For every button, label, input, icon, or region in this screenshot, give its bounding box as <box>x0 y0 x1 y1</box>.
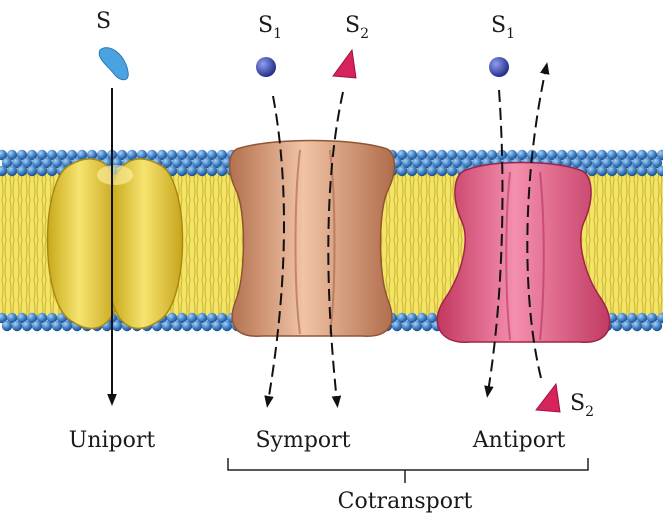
label-s-uniport: S <box>96 9 111 34</box>
lipid-head <box>177 166 187 176</box>
lipid-head <box>597 166 607 176</box>
substrate-s1-antiport <box>489 57 509 77</box>
lipid-head <box>162 321 172 331</box>
label-s1-antiport: S1 <box>491 13 515 42</box>
lipid-head <box>392 321 402 331</box>
lipid-head <box>52 321 62 331</box>
lipid-head <box>422 321 432 331</box>
lipid-head <box>632 321 642 331</box>
lipid-head <box>12 321 22 331</box>
substrate-s-uniport <box>99 48 128 80</box>
lipid-head <box>647 166 657 176</box>
lipid-head <box>427 166 437 176</box>
lipid-head <box>617 166 627 176</box>
label-s2-antiport: S2 <box>570 391 594 420</box>
lipid-head <box>47 166 57 176</box>
lipid-head <box>7 166 17 176</box>
substrate-s2-symport <box>333 50 356 78</box>
lipid-head <box>397 166 407 176</box>
lipid-head <box>2 321 12 331</box>
lipid-head <box>192 321 202 331</box>
lipid-head <box>187 166 197 176</box>
lipid-head <box>412 321 422 331</box>
caption-uniport: Uniport <box>69 428 156 453</box>
caption-cotransport: Cotransport <box>338 489 473 514</box>
lipid-head <box>627 166 637 176</box>
lipid-head <box>402 321 412 331</box>
label-s1-symport: S1 <box>258 13 282 42</box>
lipid-head <box>607 166 617 176</box>
lipid-head <box>182 321 192 331</box>
caption-antiport: Antiport <box>472 428 566 453</box>
lipid-head <box>32 321 42 331</box>
lipid-head <box>42 321 52 331</box>
lipid-head <box>202 321 212 331</box>
lipid-head <box>217 166 227 176</box>
caption-symport: Symport <box>255 428 350 453</box>
lipid-head <box>37 166 47 176</box>
cotransport-bracket <box>228 458 588 483</box>
label-s2-symport: S2 <box>345 13 369 42</box>
lipid-head <box>437 166 447 176</box>
symport-protein <box>230 141 395 337</box>
lipid-head <box>417 166 427 176</box>
lipid-head <box>17 166 27 176</box>
uniport-protein <box>48 159 183 328</box>
lipid-head <box>407 166 417 176</box>
lipid-head <box>612 321 622 331</box>
lipid-head <box>207 166 217 176</box>
lipid-head <box>197 166 207 176</box>
lipid-head <box>22 321 32 331</box>
lipid-head <box>622 321 632 331</box>
lipid-head <box>637 166 647 176</box>
lipid-head <box>212 321 222 331</box>
substrate-s1-symport <box>256 57 276 77</box>
lipid-head <box>172 321 182 331</box>
substrate-s2-antiport <box>536 384 560 412</box>
lipid-head <box>27 166 37 176</box>
lipid-head <box>447 166 457 176</box>
lipid-head <box>112 321 122 331</box>
lipid-head <box>222 321 232 331</box>
lipid-head <box>642 321 652 331</box>
lipid-head <box>587 166 597 176</box>
lipid-head <box>652 321 662 331</box>
lipid-head <box>62 321 72 331</box>
